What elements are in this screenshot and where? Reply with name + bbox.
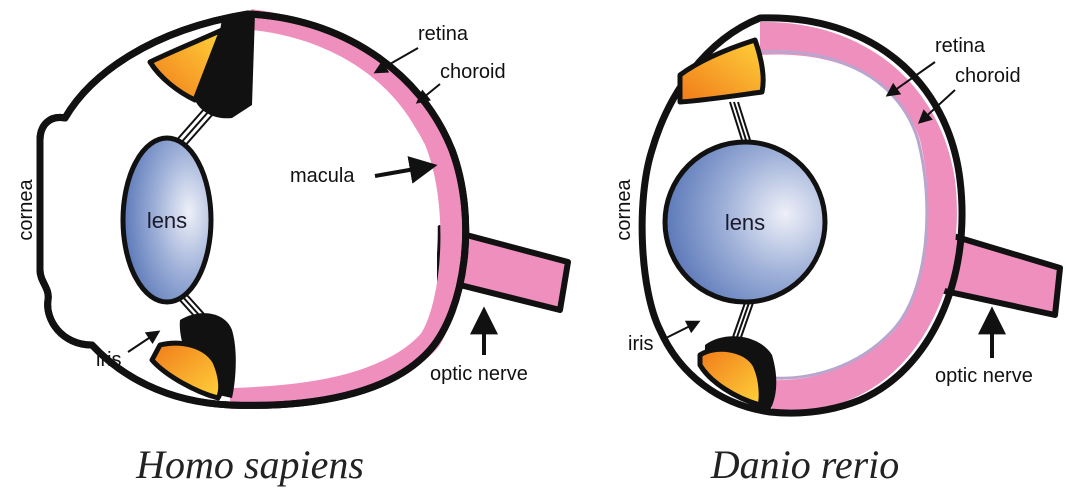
zebrafish-retina-label: retina xyxy=(935,35,986,57)
zebrafish-choroid-label: choroid xyxy=(955,65,1021,87)
human-macula-label: macula xyxy=(290,165,355,187)
zebrafish-iris-bottom xyxy=(700,349,761,405)
human-eye: lens cornea retina choroid macula iris o… xyxy=(15,14,568,487)
zebrafish-lens-label: lens xyxy=(725,210,765,235)
human-cornea-label: cornea xyxy=(15,179,37,241)
zebrafish-eye: lens cornea retina choroid iris optic ne… xyxy=(613,18,1060,487)
human-choroid-label: choroid xyxy=(440,61,506,83)
zebrafish-species-name: Danio rerio xyxy=(710,442,900,487)
zebrafish-iris-top xyxy=(680,40,763,102)
zebrafish-cornea-label: cornea xyxy=(613,179,635,241)
human-lens-label: lens xyxy=(147,208,187,233)
human-optic-nerve-label: optic nerve xyxy=(430,363,528,385)
zebrafish-optic-nerve-label: optic nerve xyxy=(935,365,1033,387)
human-iris-label: iris xyxy=(96,349,122,371)
human-species-name: Homo sapiens xyxy=(135,442,364,487)
zebrafish-iris-label: iris xyxy=(628,333,654,355)
zebrafish-iris-arrow xyxy=(662,322,698,340)
human-retina-label: retina xyxy=(418,23,469,45)
